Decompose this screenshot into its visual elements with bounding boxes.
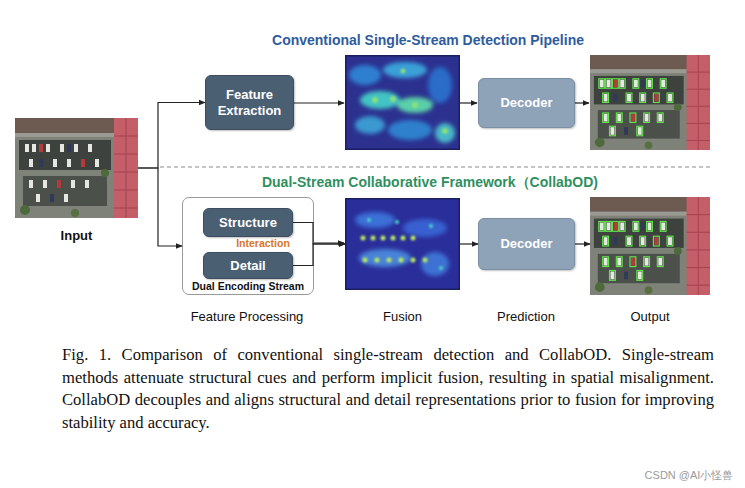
detection-boxes: [599, 79, 673, 136]
interaction-label: Interaction: [236, 237, 290, 249]
decoder-box: Decoder: [478, 218, 575, 270]
flow-arrow: [294, 102, 344, 103]
flow-arrow: [575, 243, 590, 244]
box-text: Dual Encoding Stream: [183, 280, 313, 292]
flow-arrow: [575, 102, 589, 103]
box-text: Feature Extraction: [206, 87, 293, 119]
fusion-map-node: Fusion: [345, 198, 460, 290]
box-text: Decoder: [500, 236, 552, 252]
section-title: Conventional Single-Stream Detection Pip…: [272, 32, 584, 48]
process-box: Feature Extraction: [205, 75, 294, 130]
section-title: Dual-Stream Collaborative Framework（Coll…: [262, 174, 598, 192]
output-aerial-image: [590, 55, 710, 150]
box-text: Decoder: [500, 95, 552, 111]
box-text: Detail: [230, 258, 265, 274]
box-text: Structure: [219, 215, 277, 231]
watermark: CSDN @AI小怪兽: [645, 468, 734, 483]
input-image-node: Input: [15, 118, 138, 218]
image-caption: Fusion: [383, 309, 422, 324]
detection-boxes: [599, 222, 673, 281]
output-aerial-image: [590, 197, 710, 295]
flow-arrow: [138, 168, 182, 246]
image-caption: Input: [61, 228, 93, 243]
feature-heatmap: [345, 55, 460, 150]
figure-caption: Fig. 1. Comparison of conventional singl…: [62, 344, 714, 434]
column-label: Prediction: [497, 309, 555, 324]
input-aerial-image: [15, 118, 138, 218]
stream-box: Detail: [203, 252, 293, 279]
column-label: Feature Processing: [191, 309, 304, 324]
flow-arrow: [460, 243, 478, 244]
output-image-node: Output: [590, 197, 710, 295]
image-caption: Output: [630, 309, 669, 324]
stream-box: Structure: [203, 208, 293, 237]
fusion-heatmap: [345, 198, 460, 290]
flow-arrow: [460, 102, 477, 103]
flow-arrow: [138, 103, 205, 169]
decoder-box: Decoder: [478, 78, 575, 128]
dashed-separator: [160, 166, 712, 167]
